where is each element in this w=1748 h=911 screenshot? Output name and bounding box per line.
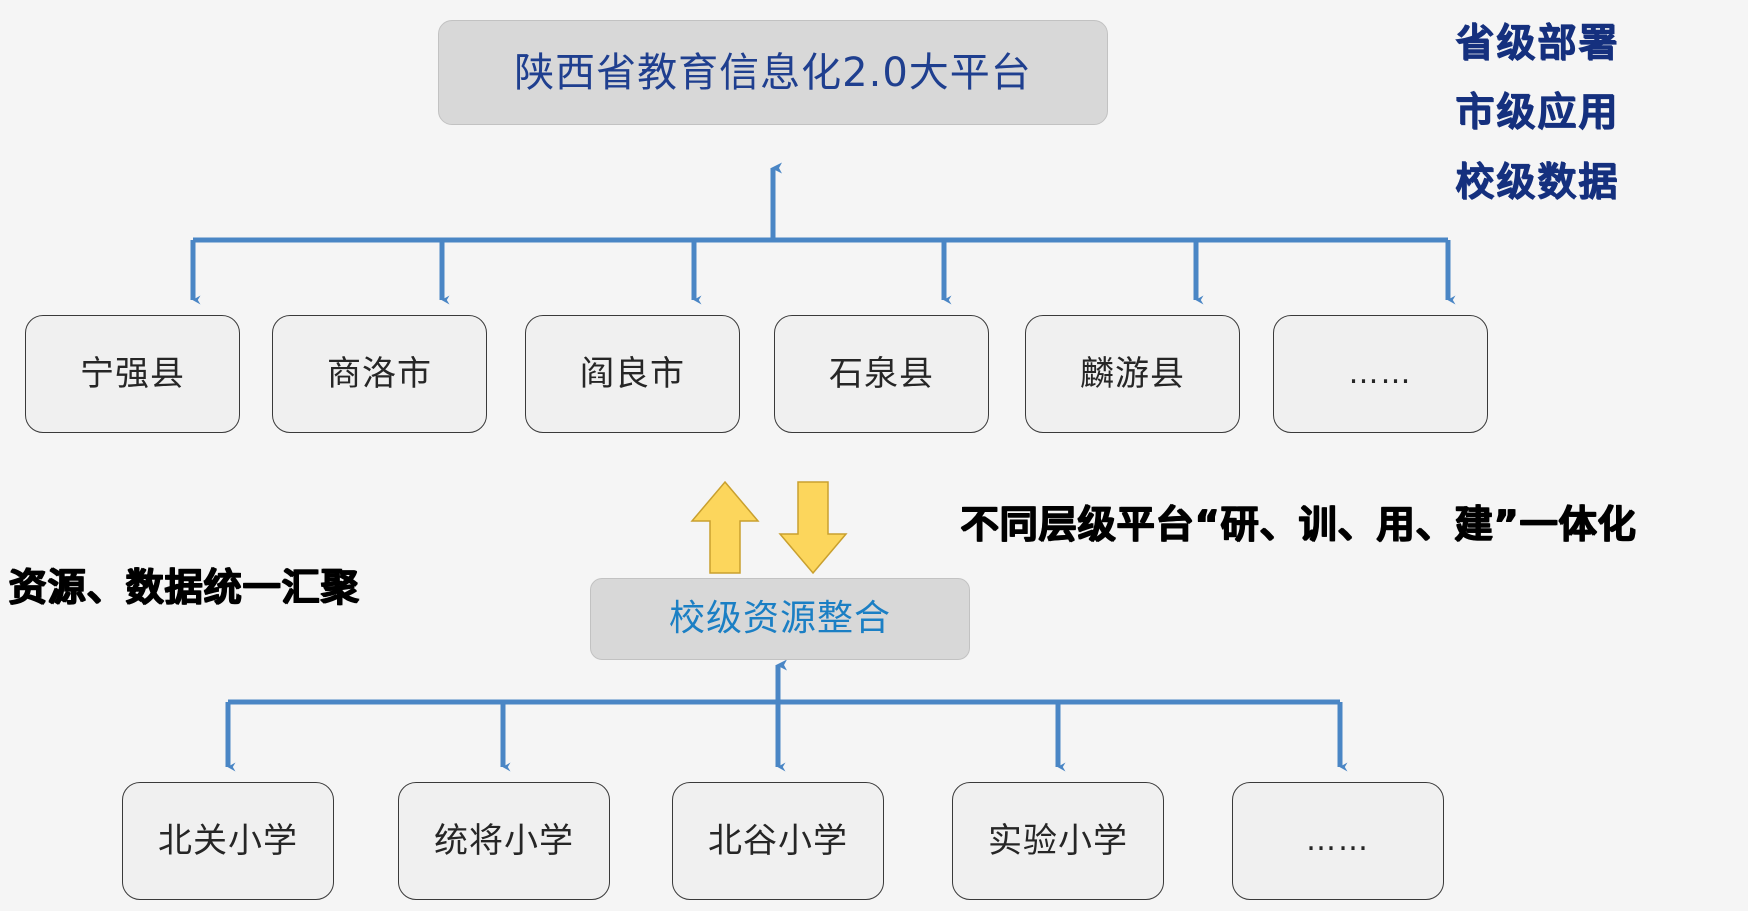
school-node-1[interactable]: 统将小学: [398, 782, 610, 900]
tier-label-text: 省级部署: [1455, 21, 1620, 66]
school-integration-box[interactable]: 校级资源整合: [590, 578, 970, 660]
school-node-4[interactable]: ……: [1232, 782, 1444, 900]
region-node-3[interactable]: 石泉县: [774, 315, 989, 433]
note-left-aggregation: 资源、数据统一汇聚: [8, 568, 359, 606]
school-node-3[interactable]: 实验小学: [952, 782, 1164, 900]
school-node-label: 北关小学: [158, 821, 298, 861]
region-node-0[interactable]: 宁强县: [25, 315, 240, 433]
tier-label-school-data: 校级数据: [1455, 163, 1619, 202]
tier-label-city-application: 市级应用: [1455, 93, 1619, 132]
note-right-text: 不同层级平台“研、训、用、建”一体化: [960, 502, 1636, 546]
tier-label-text: 校级数据: [1455, 160, 1620, 205]
school-node-label: ……: [1306, 823, 1370, 858]
platform-uplink: [190, 162, 1456, 305]
region-node-label: ……: [1348, 356, 1413, 391]
region-node-label: 石泉县: [829, 354, 934, 394]
school-node-label: 北谷小学: [708, 821, 848, 861]
platform-title-label: 陕西省教育信息化2.0大平台: [514, 49, 1032, 96]
school-node-0[interactable]: 北关小学: [122, 782, 334, 900]
arrow-up-icon: [690, 480, 760, 574]
region-node-2[interactable]: 阎良市: [525, 315, 740, 433]
region-node-label: 阎良市: [580, 354, 685, 394]
region-node-label: 宁强县: [80, 354, 185, 394]
note-right-integration: 不同层级平台“研、训、用、建”一体化: [960, 505, 1636, 543]
region-node-label: 商洛市: [327, 354, 432, 394]
tier-label-text: 市级应用: [1455, 90, 1620, 135]
region-node-4[interactable]: 麟游县: [1025, 315, 1240, 433]
tier-label-province-deployment: 省级部署: [1455, 24, 1619, 63]
region-node-1[interactable]: 商洛市: [272, 315, 487, 433]
school-uplink: [225, 659, 1348, 772]
arrow-down-icon: [778, 481, 848, 575]
region-node-label: 麟游县: [1080, 354, 1185, 394]
region-node-5[interactable]: ……: [1273, 315, 1488, 433]
note-left-text: 资源、数据统一汇聚: [8, 565, 360, 609]
platform-title-box[interactable]: 陕西省教育信息化2.0大平台: [438, 20, 1108, 125]
school-integration-label: 校级资源整合: [668, 598, 891, 639]
school-node-2[interactable]: 北谷小学: [672, 782, 884, 900]
school-node-label: 实验小学: [988, 821, 1128, 861]
school-node-label: 统将小学: [434, 821, 574, 861]
